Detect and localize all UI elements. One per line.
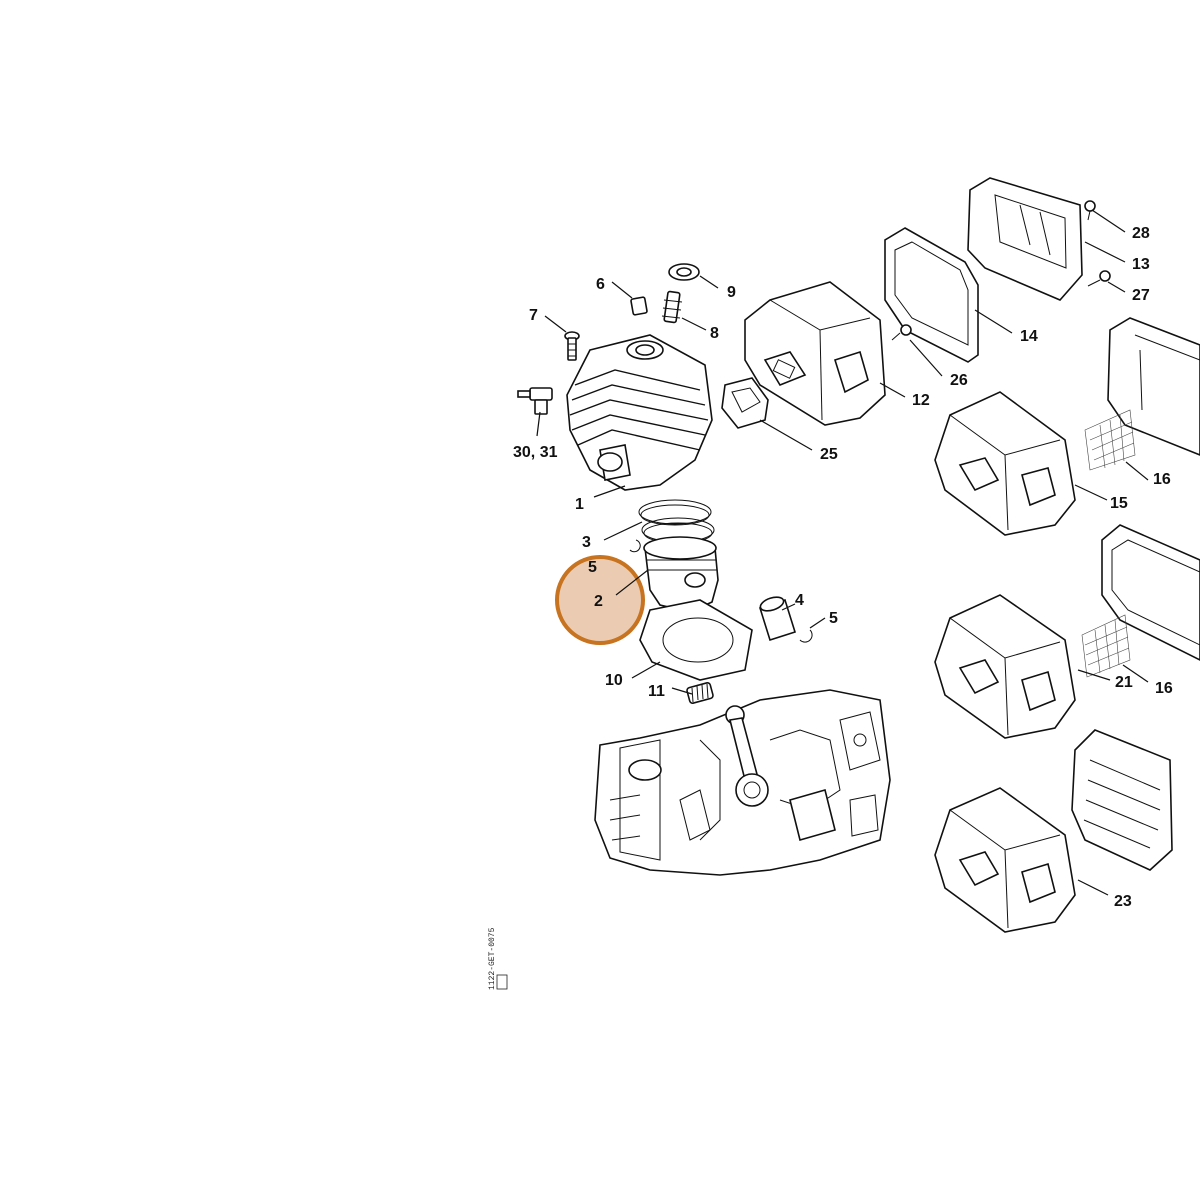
- callout-6: 6: [596, 276, 605, 293]
- reference-box: [496, 974, 508, 990]
- muffler-cover-13: [967, 177, 1083, 515]
- plug-6: [630, 296, 648, 316]
- needle-cage-11: [686, 682, 714, 704]
- callout-5b: 5: [829, 610, 838, 627]
- reference-code: 1122-GET-0075: [488, 927, 497, 990]
- callout-21: 21: [1115, 674, 1133, 691]
- highlight-marker: [555, 555, 645, 645]
- valve-8: [661, 290, 683, 324]
- screw-7: [564, 331, 580, 361]
- screen-16a: [1084, 409, 1136, 471]
- cap-9: [668, 263, 700, 281]
- muffler-21: [934, 594, 1076, 739]
- spark-plug-30-31: [517, 387, 553, 415]
- piston-2: [643, 536, 719, 613]
- callout-4: 4: [795, 592, 804, 609]
- piston-pin-4: [758, 596, 797, 642]
- callout-1: 1: [575, 496, 584, 513]
- callout-5a: 5: [588, 559, 597, 576]
- gasket-10: [639, 599, 753, 681]
- muffler-12: [744, 281, 886, 426]
- callout-15: 15: [1110, 495, 1128, 512]
- callout-3: 3: [582, 534, 591, 551]
- callout-16a: 16: [1153, 471, 1171, 488]
- callout-30-31: 30, 31: [513, 444, 558, 461]
- circlip-5a: [629, 539, 641, 553]
- callout-10: 10: [605, 672, 623, 689]
- screw-26: [891, 324, 912, 341]
- gasket-14: [884, 227, 979, 363]
- callout-26: 26: [950, 372, 968, 389]
- spark-arrestor-cover: [1071, 729, 1173, 871]
- muffler-23: [934, 787, 1076, 933]
- callout-13: 13: [1132, 256, 1150, 273]
- leader-lines: [536, 209, 1149, 896]
- callout-7: 7: [529, 307, 538, 324]
- callout-12: 12: [912, 392, 930, 409]
- piston-ring-3: [638, 499, 715, 544]
- gasket-25: [721, 377, 769, 429]
- callout-14: 14: [1020, 328, 1038, 345]
- callout-28: 28: [1132, 225, 1150, 242]
- callout-2: 2: [594, 593, 603, 610]
- reference-code-text: 1122-GET-0075: [488, 927, 497, 990]
- callout-25: 25: [820, 446, 838, 463]
- callout-labels: 28 13 27 14 26 12 25 6 9 7 8 30, 31 1 3 …: [513, 225, 1173, 910]
- cylinder-1: [566, 334, 713, 491]
- muffler-15: [934, 391, 1076, 536]
- callout-8: 8: [710, 325, 719, 342]
- callout-27: 27: [1132, 287, 1150, 304]
- screw-27: [1087, 270, 1111, 287]
- callout-11: 11: [648, 683, 665, 700]
- crankcase: [594, 689, 891, 876]
- circlip-5b: [799, 629, 813, 643]
- screw-28: [1084, 200, 1096, 221]
- callout-16b: 16: [1155, 680, 1173, 697]
- callout-9: 9: [727, 284, 736, 301]
- gasket-right: [1101, 524, 1200, 661]
- screen-16b: [1081, 614, 1131, 678]
- callout-23: 23: [1114, 893, 1132, 910]
